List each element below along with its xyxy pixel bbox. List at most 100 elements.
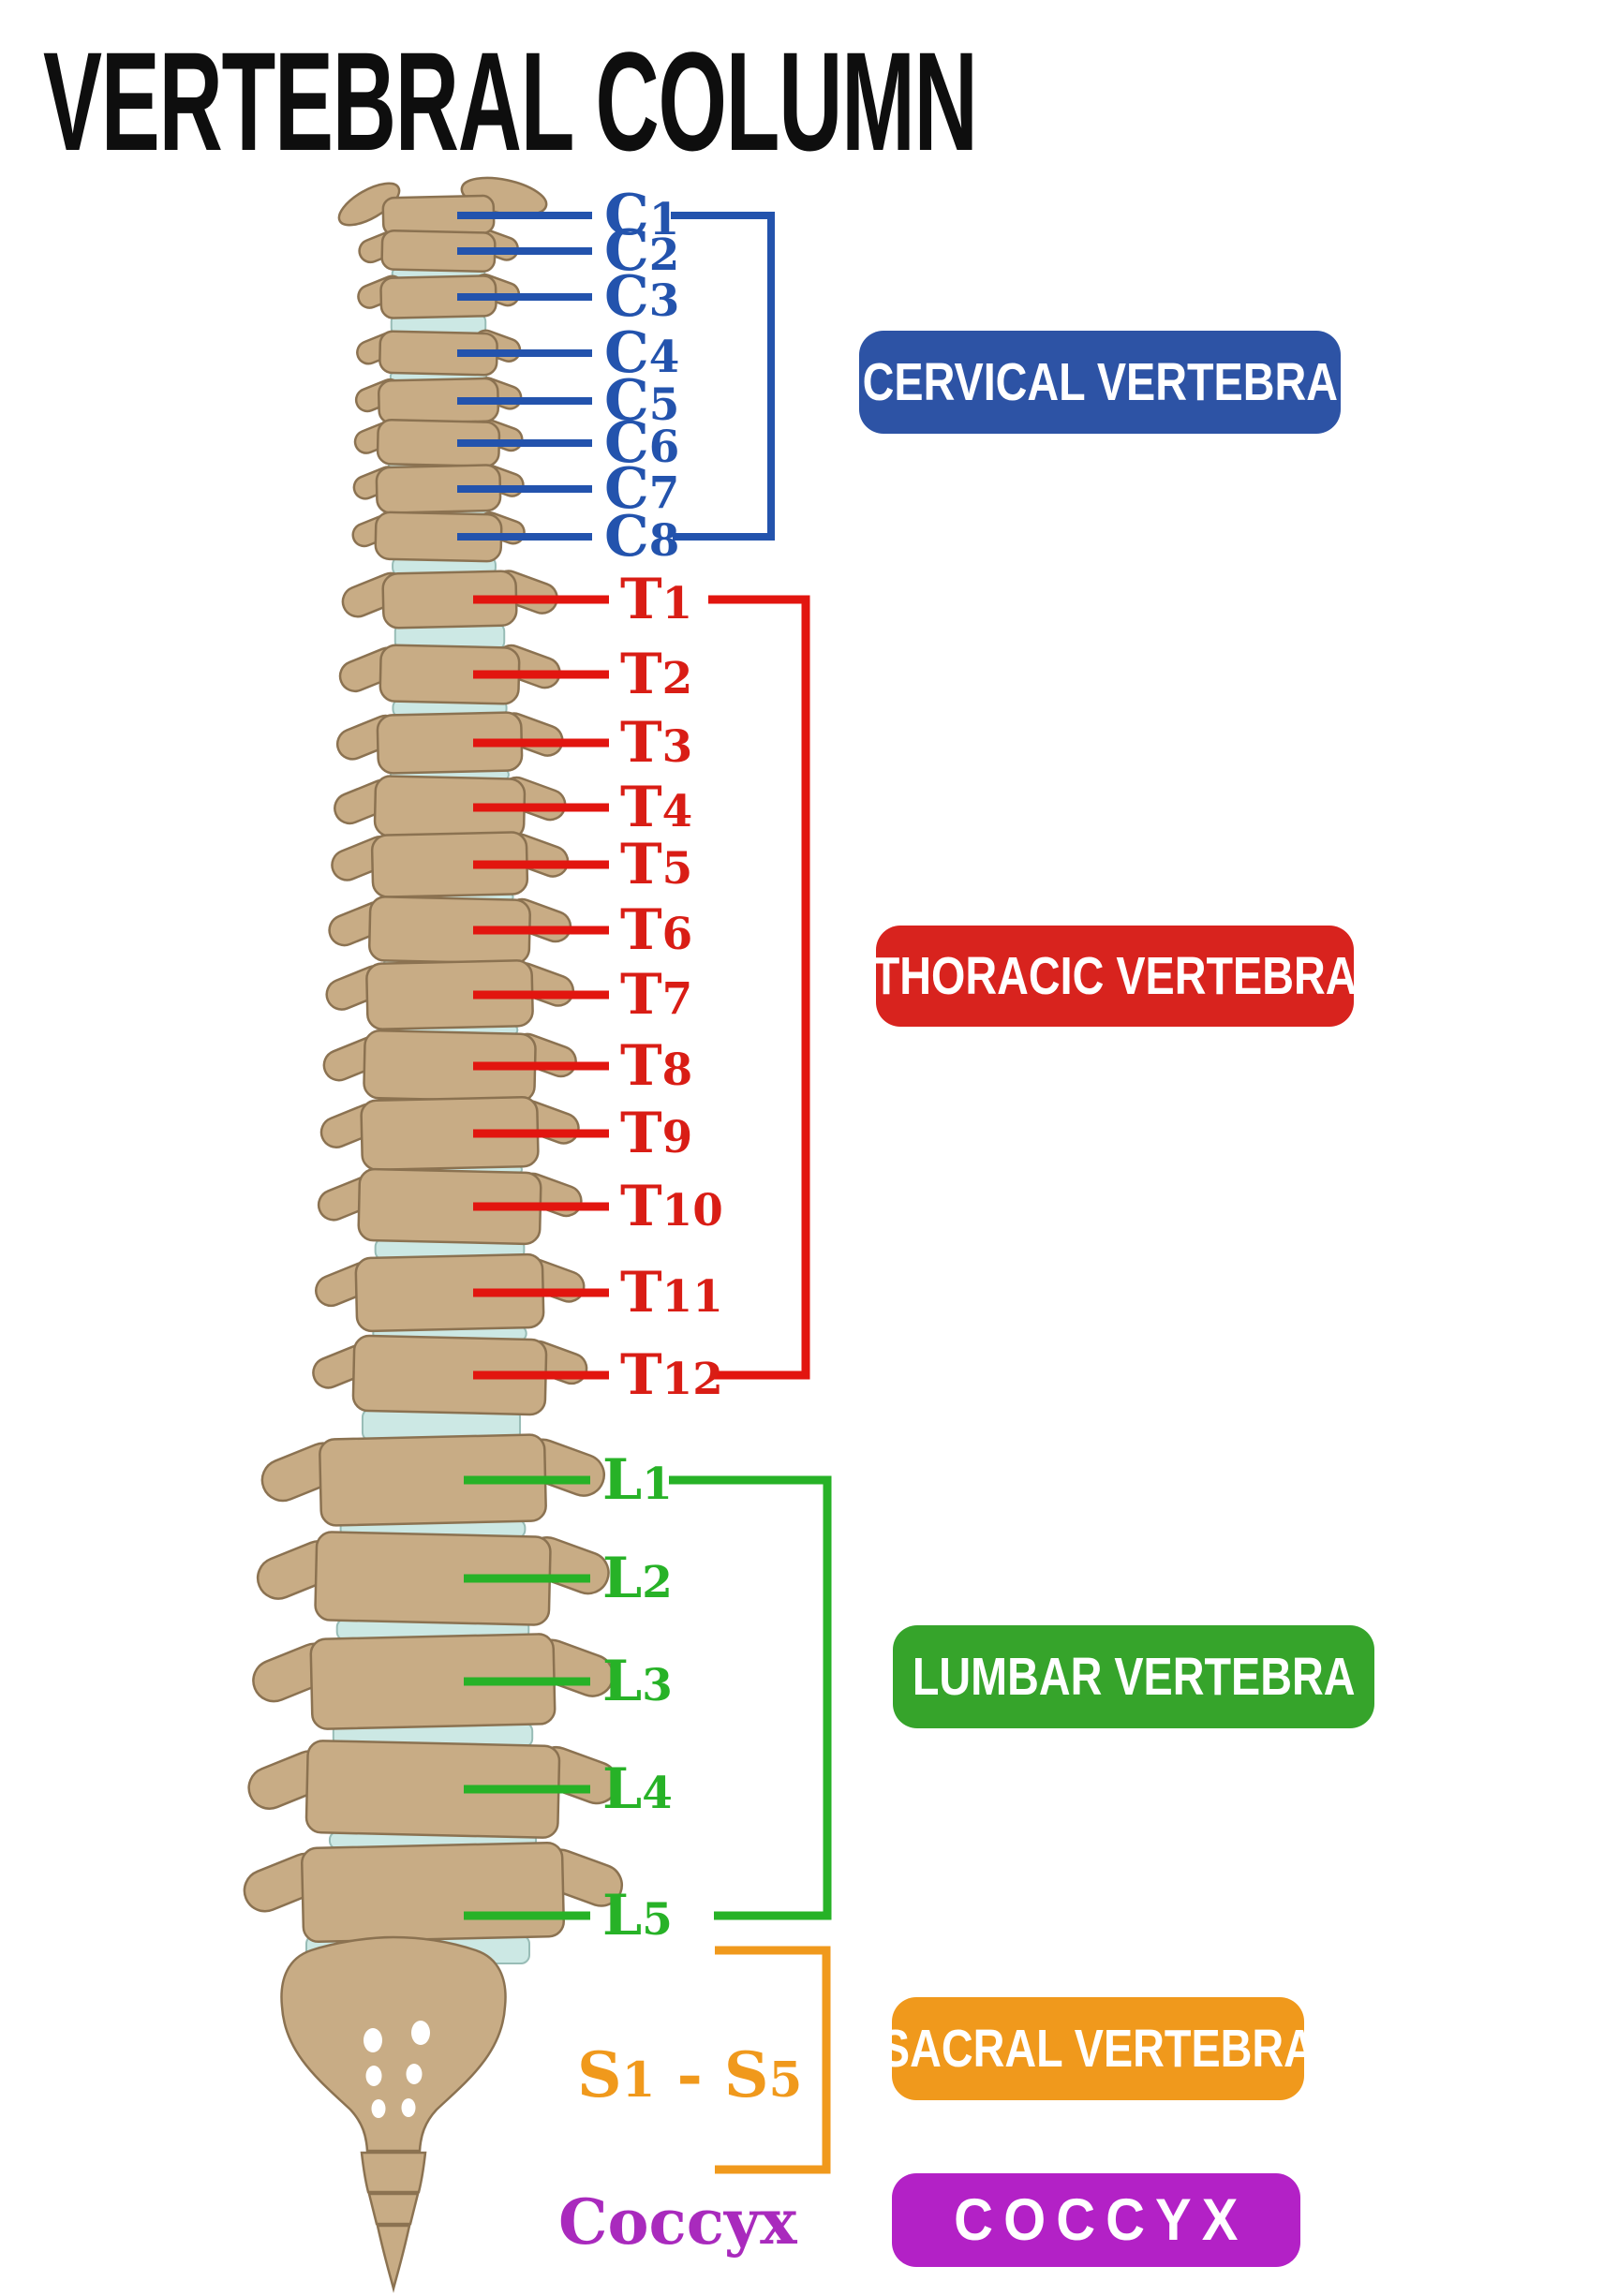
disc — [332, 1722, 534, 1748]
process-left — [338, 646, 405, 693]
process-left — [353, 420, 402, 454]
vertebra-label-L3: L3 — [602, 1649, 673, 1714]
disc — [392, 698, 508, 718]
region-box-sacral: SACRAL VERTEBRA — [881, 1997, 1315, 2100]
sacral-foramen — [371, 2099, 386, 2118]
disc — [393, 622, 506, 651]
process-left — [328, 900, 394, 947]
vertebra-bodies — [301, 194, 565, 1944]
sacrum-body — [280, 1935, 507, 2153]
vertebra-body — [365, 959, 534, 1030]
page-title: VERTEBRAL COLUMN — [43, 22, 978, 180]
vertebra-body — [301, 1841, 565, 1944]
vertebra-label-C4: C4 — [604, 320, 680, 386]
disc — [390, 767, 510, 782]
disc — [391, 265, 486, 282]
coccyx-segment-2 — [367, 2192, 420, 2226]
disc — [389, 369, 488, 385]
process-right — [511, 1032, 577, 1078]
process-right — [508, 962, 575, 1007]
disc — [361, 1408, 522, 1442]
leaders-cervical — [457, 212, 775, 541]
process-right — [474, 377, 523, 410]
disc — [383, 957, 516, 969]
disc — [380, 1023, 519, 1037]
process-left — [260, 1442, 345, 1503]
vertebra-label-L1: L1 — [602, 1447, 673, 1513]
process-right — [492, 570, 558, 615]
bracket-cervical — [671, 212, 775, 541]
process-left — [317, 1175, 383, 1222]
intervertebral-discs — [305, 230, 538, 1964]
process-left — [356, 331, 404, 365]
vertebra-body — [374, 511, 503, 563]
process-right — [495, 644, 561, 689]
vertebra-body — [354, 1252, 545, 1333]
process-right — [497, 712, 564, 757]
vertebra-body — [379, 274, 497, 319]
process-left — [243, 1852, 327, 1913]
sacral-foramen — [401, 2098, 416, 2117]
transverse-processes — [243, 176, 623, 1913]
process-left — [325, 965, 392, 1011]
sacral-foramen — [364, 2028, 382, 2052]
vertebra-label-C2: C2 — [604, 218, 680, 284]
process-left — [312, 1342, 378, 1389]
vertebra-label-T5: T5 — [620, 832, 693, 897]
bracket-sacral — [715, 1946, 831, 2174]
vertebra-label-C6: C6 — [604, 410, 680, 476]
process-right — [473, 329, 522, 363]
disc — [372, 1325, 527, 1342]
leaders-sacral — [715, 1946, 831, 2174]
process-left — [334, 778, 399, 825]
region-box-lumbar: LUMBAR VERTEBRA — [893, 1625, 1374, 1728]
vertebra-body — [357, 1167, 542, 1246]
bracket-lumbar — [669, 1475, 832, 1920]
disc — [387, 833, 512, 844]
vertebra-label-T9: T9 — [620, 1101, 693, 1166]
bracket-thoracic — [708, 595, 810, 1380]
sacral-foramen — [365, 2066, 382, 2086]
process-right — [513, 1100, 580, 1145]
disc — [388, 417, 489, 429]
process-right — [476, 464, 525, 497]
coccyx-tip — [376, 2224, 411, 2293]
coccyx-segment-1 — [360, 2151, 427, 2194]
process-right — [526, 1536, 610, 1595]
region-box-cervical: CERVICAL VERTEBRA — [859, 331, 1341, 434]
vertebra-body — [380, 229, 497, 274]
sacral-foramen — [406, 2064, 423, 2084]
process-left — [331, 835, 396, 881]
disc — [328, 1830, 538, 1850]
process-right — [522, 1340, 588, 1385]
process-left — [247, 1750, 332, 1810]
region-box-thoracic: THORACIC VERTEBRA — [873, 926, 1357, 1027]
process-left — [358, 229, 406, 264]
process-left — [319, 1103, 386, 1148]
leaders-thoracic — [473, 595, 810, 1380]
vertebra-body — [319, 1433, 547, 1527]
disc — [378, 1095, 521, 1106]
vertebra-body — [381, 194, 496, 237]
vertebra-label-T10: T10 — [620, 1174, 723, 1239]
process-left — [341, 571, 408, 618]
vertebra-label-C3: C3 — [604, 264, 680, 330]
disc — [305, 1934, 530, 1964]
vertebra-label-T3: T3 — [620, 710, 693, 776]
region-box-thoracic-label: THORACIC VERTEBRA — [872, 946, 1358, 1006]
process-right — [500, 776, 567, 822]
process-left — [315, 1261, 380, 1308]
process-right — [519, 1258, 586, 1303]
process-right — [503, 833, 570, 878]
disc — [374, 1237, 526, 1261]
vertebra-body — [381, 570, 518, 630]
process-left — [352, 466, 401, 500]
process-left — [357, 274, 405, 309]
vertebra-body — [370, 831, 529, 898]
process-left — [354, 378, 403, 413]
vertebra-body — [378, 330, 498, 377]
vertebra-label-T6: T6 — [620, 897, 693, 963]
